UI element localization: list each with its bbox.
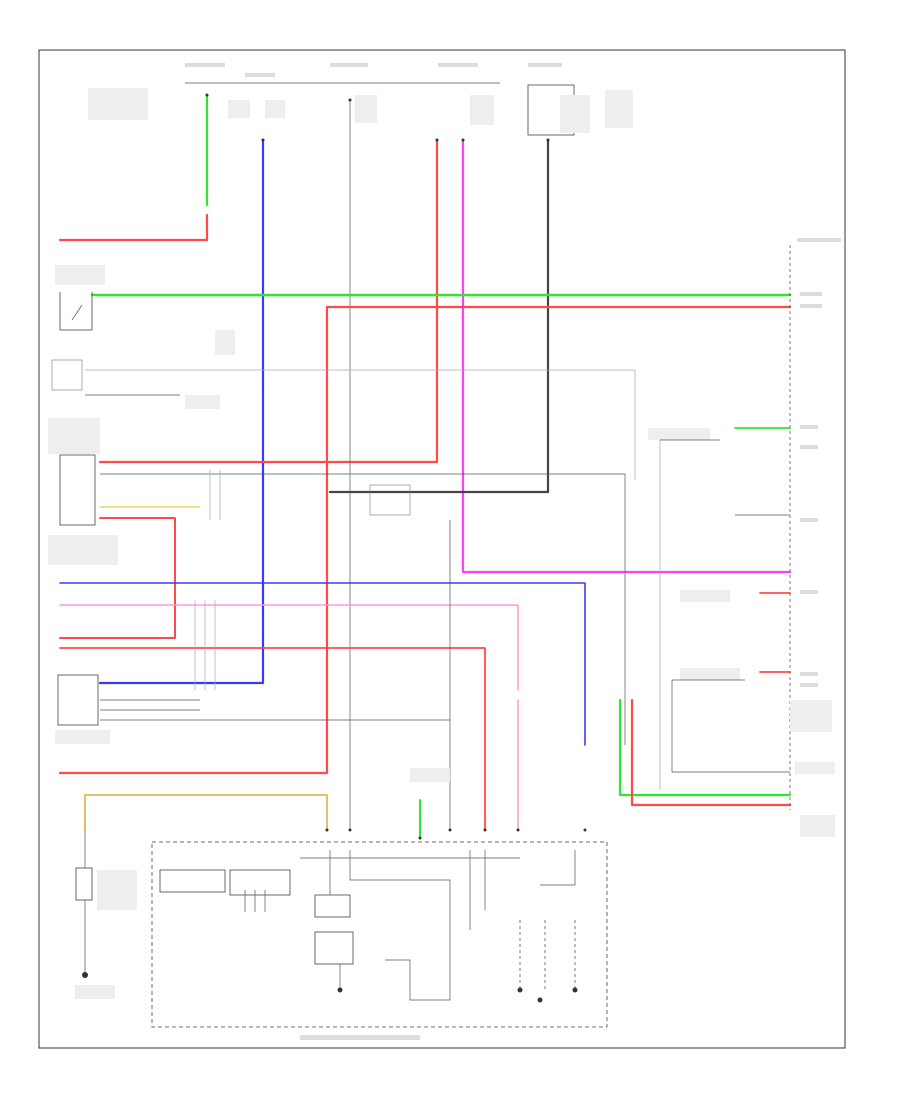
wire-gray-right-2 [671,680,790,773]
top-fuse-blocks [88,63,633,136]
wire-green-right-lower [618,698,792,797]
wire-red-left-short [58,213,209,242]
left-components [48,265,411,744]
wire-pink-horizontal [59,604,519,691]
wire-dark-gray [328,138,550,494]
connector-markers [205,93,587,840]
wire-red-lower [59,647,486,831]
wire-blue-vertical [98,138,265,685]
wire-gray-h-370 [85,369,636,480]
wire-tan [84,794,328,831]
right-side-components [648,428,835,837]
diagram-border [38,49,846,1049]
wire-red-main-vertical [98,138,439,464]
wire-blue-horizontal [59,582,586,746]
bottom-control-module [151,768,608,1040]
wire-red-left-loop [59,517,176,639]
wire-magenta [461,138,792,574]
wire-red-vertical-327 [58,305,329,775]
wire-gray-mid [100,473,626,745]
bottom-left-sensor [75,830,137,999]
wire-red-right-lower [630,698,792,807]
